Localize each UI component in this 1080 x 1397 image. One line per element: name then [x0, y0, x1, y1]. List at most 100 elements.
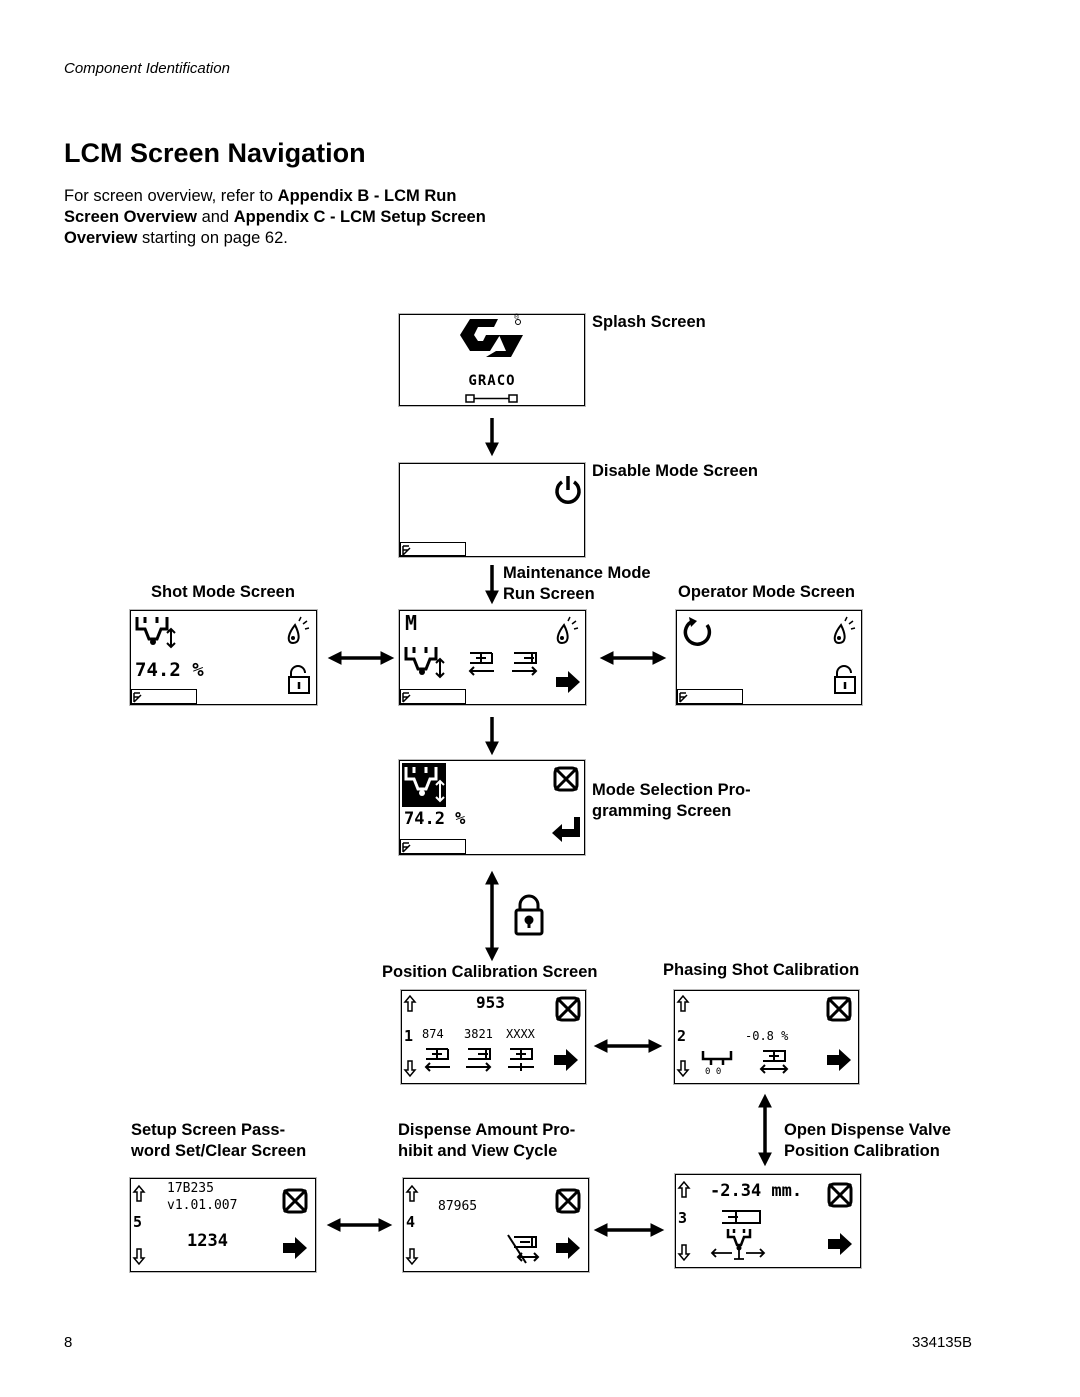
setup-password-value: 1234	[187, 1231, 228, 1251]
mid-valve-icon	[759, 1050, 789, 1074]
open-valve-calibration-screen: -2.34 mm. 3	[675, 1174, 861, 1268]
down-arrow-icon	[403, 1060, 417, 1078]
up-arrow-icon	[132, 1184, 146, 1202]
dual-pump-icon	[701, 1051, 733, 1065]
setup-row-number: 5	[133, 1213, 143, 1231]
label-setup-line1: Setup Screen Pass-	[131, 1121, 286, 1139]
edit-icon	[402, 842, 411, 853]
page-title: LCM Screen Navigation	[64, 138, 366, 168]
pump-icon	[404, 647, 445, 679]
cycle-icon	[683, 617, 712, 646]
extend-valve-icon	[466, 1048, 492, 1072]
power-icon	[555, 476, 581, 504]
maintenance-run-screen: M	[399, 610, 586, 705]
cancel-icon	[826, 996, 852, 1022]
up-arrow-icon	[403, 994, 417, 1012]
edit-field	[400, 839, 466, 854]
position-row-number: 1	[404, 1027, 414, 1045]
edit-field	[400, 689, 466, 704]
selected-pump-icon	[402, 763, 446, 807]
edit-field	[677, 689, 743, 704]
label-mode-sel-line1: Mode Selection Pro-	[592, 781, 751, 799]
mid-valve-icon	[508, 1048, 534, 1071]
label-splash-screen: Splash Screen	[592, 313, 706, 331]
retract-valve-icon	[468, 652, 494, 676]
phasing-shot-calibration-screen: 2 -0.8 % 0 0	[674, 990, 859, 1084]
edit-field	[400, 542, 466, 556]
right-arrow-icon	[556, 671, 580, 693]
phasing-sub: 0 0	[705, 1067, 722, 1077]
pump-icon	[135, 617, 176, 649]
up-arrow-icon	[676, 994, 690, 1012]
intro-text-1: For screen overview, refer to	[64, 187, 278, 205]
right-arrow-icon	[283, 1237, 307, 1259]
phasing-row-number: 2	[677, 1027, 687, 1045]
up-arrow-icon	[405, 1184, 419, 1202]
setup-line2: v1.01.007	[167, 1198, 238, 1213]
lube-icon	[833, 616, 856, 645]
down-arrow-icon	[132, 1248, 146, 1266]
label-phasing-shot-calibration: Phasing Shot Calibration	[663, 961, 860, 979]
label-mode-sel-line2: gramming Screen	[592, 802, 732, 820]
retract-valve-icon	[424, 1048, 450, 1072]
setup-password-screen: 17B235 v1.01.007 5 1234	[130, 1178, 316, 1272]
label-maint-line1: Maintenance Mode	[503, 564, 651, 582]
position-top-value: 953	[476, 993, 505, 1012]
graco-logo-text: GRACO	[468, 373, 516, 389]
position-value-2: 3821	[464, 1027, 493, 1041]
dispense-value: 87965	[438, 1199, 478, 1214]
label-open-valve-line2: Position Calibration	[784, 1142, 940, 1160]
page-number: 8	[64, 1334, 73, 1351]
phasing-value: -0.8 %	[745, 1029, 789, 1043]
edit-icon	[402, 692, 411, 703]
position-value-3: XXXX	[506, 1027, 535, 1041]
dispense-amount-screen: 87965 4	[403, 1178, 589, 1272]
position-calibration-screen: 953 1 874 3821 XXXX	[401, 990, 586, 1084]
operator-mode-screen	[676, 610, 862, 705]
dispense-prohibit-icon	[507, 1234, 540, 1264]
unlock-icon	[834, 665, 856, 694]
mode-selection-percent: 74.2 %	[404, 809, 466, 829]
unlock-icon	[288, 665, 310, 694]
label-mode-selection: Mode Selection Pro-gramming Screen	[592, 780, 751, 822]
dispense-row-number: 4	[406, 1213, 416, 1231]
pump-icon	[710, 1229, 766, 1260]
mode-selection-screen: 74.2 %	[399, 760, 585, 855]
label-dispense-amount: Dispense Amount Pro-hibit and View Cycle	[398, 1120, 575, 1162]
edit-icon	[679, 692, 688, 703]
intro-ref-appendix-c: Appendix C - LCM Setup Screen Overview	[64, 208, 486, 247]
lube-icon	[287, 616, 310, 645]
label-dispense-line2: hibit and View Cycle	[398, 1142, 558, 1160]
label-disable-mode-screen: Disable Mode Screen	[592, 462, 758, 480]
maintenance-mode-letter: M	[405, 611, 418, 635]
position-value-1: 874	[422, 1027, 444, 1041]
down-arrow-icon	[677, 1244, 691, 1262]
open-valve-row-number: 3	[678, 1209, 688, 1227]
shot-percent: 74.2 %	[135, 659, 204, 681]
disable-mode-screen	[399, 463, 585, 557]
registered-mark: ®	[514, 314, 520, 321]
label-dispense-line1: Dispense Amount Pro-	[398, 1121, 576, 1139]
right-arrow-icon	[556, 1237, 580, 1259]
label-open-valve-line1: Open Dispense Valve	[784, 1121, 951, 1139]
edit-field	[131, 689, 197, 704]
open-valve-icon	[722, 1210, 761, 1224]
edit-icon	[402, 545, 411, 556]
intro-text-3: starting on page 62.	[137, 229, 288, 247]
label-maint-line2: Run Screen	[503, 585, 595, 603]
document-number: 334135B	[911, 1334, 972, 1351]
label-operator-mode-screen: Operator Mode Screen	[678, 583, 855, 601]
label-position-calibration: Position Calibration Screen	[382, 963, 598, 981]
down-arrow-icon	[676, 1060, 690, 1078]
cancel-icon	[282, 1188, 308, 1214]
graco-logo-icon	[460, 319, 523, 403]
cancel-icon	[553, 766, 579, 792]
lock-icon	[514, 894, 544, 936]
section-header: Component Identification	[64, 60, 230, 77]
edit-icon	[133, 692, 142, 703]
down-arrow-icon	[405, 1248, 419, 1266]
right-arrow-icon	[828, 1233, 852, 1255]
